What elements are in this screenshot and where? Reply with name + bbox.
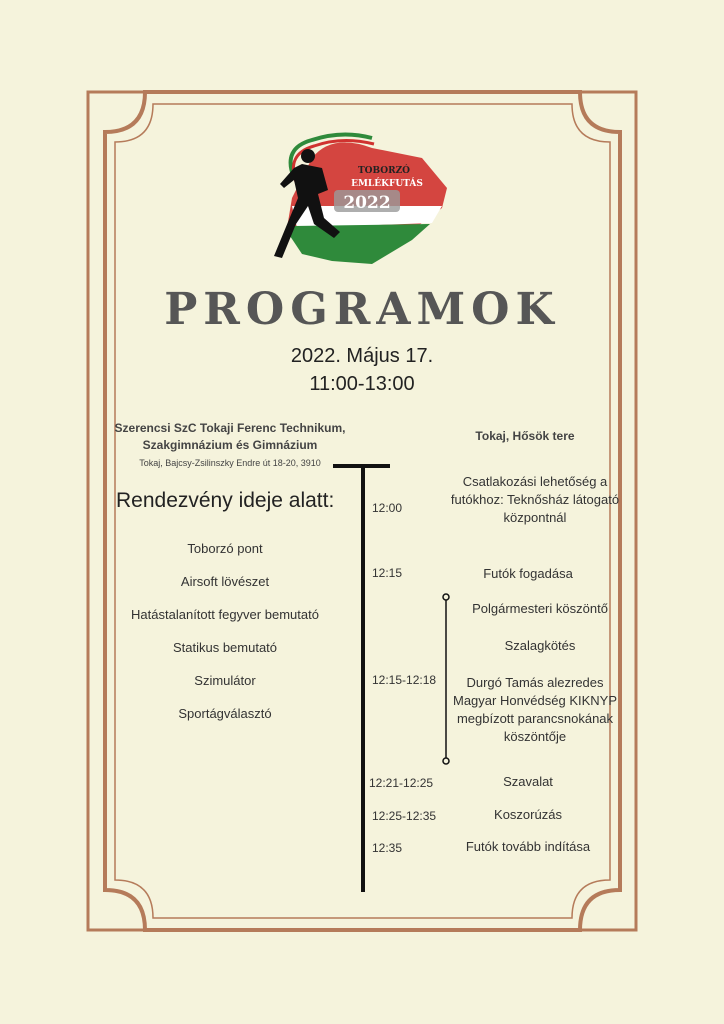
schedule-time: 12:35 <box>372 841 403 855</box>
logo-text-top: TOBORZÓ <box>358 164 410 176</box>
event-date: 2022. Május 17. <box>290 345 434 367</box>
activity-item: Toborzó pont <box>187 541 263 556</box>
runner-icon <box>274 149 340 258</box>
schedule-event: Szalagkötés <box>504 638 576 653</box>
page-title: PROGRAMOK <box>164 284 560 335</box>
schedule-event: Polgármesteri köszöntő <box>472 601 608 616</box>
timeline-bracket-dot-bottom <box>442 757 450 765</box>
venue-left-name: Szerencsi SzC Tokaji Ferenc Technikum, S… <box>114 421 346 452</box>
schedule-event: Durgó Tamás alezredes Magyar Honvédség K… <box>452 675 618 744</box>
activity-item: Statikus bemutató <box>172 640 278 655</box>
schedule-event: Futók fogadása <box>483 566 573 581</box>
schedule-time: 12:15 <box>372 566 403 580</box>
activity-item: Airsoft lövészet <box>180 574 270 589</box>
activity-item: Szimulátor <box>194 673 256 688</box>
timeline-bracket-dot-top <box>442 593 450 601</box>
schedule-event: Csatlakozási lehetőség a futókhoz: Teknő… <box>450 474 620 525</box>
schedule-time: 12:00 <box>372 501 403 515</box>
schedule-event: Koszorúzás <box>494 807 562 822</box>
logo-text-mid: EMLÉKFUTÁS <box>351 177 423 189</box>
schedule-time: 12:15-12:18 <box>372 673 437 687</box>
activity-item: Hatástalanított fegyver bemutató <box>131 607 319 622</box>
schedule-event: Futók tovább indítása <box>465 839 591 854</box>
schedule-event: Szavalat <box>503 774 553 789</box>
schedule-time: 12:21-12:25 <box>369 776 434 790</box>
venue-left-address: Tokaj, Bajcsy-Zsilinszky Endre út 18-20,… <box>139 458 321 468</box>
activity-item: Sportágválasztó <box>178 706 272 721</box>
venue-right-name: Tokaj, Hősök tere <box>475 429 575 443</box>
logo-year: 2022 <box>343 193 390 213</box>
schedule-time: 12:25-12:35 <box>372 809 437 823</box>
during-heading: Rendezvény ideje alatt: <box>116 489 335 512</box>
event-logo: 2022 TOBORZÓ EMLÉKFUTÁS <box>274 132 447 264</box>
event-time: 11:00-13:00 <box>309 373 415 395</box>
